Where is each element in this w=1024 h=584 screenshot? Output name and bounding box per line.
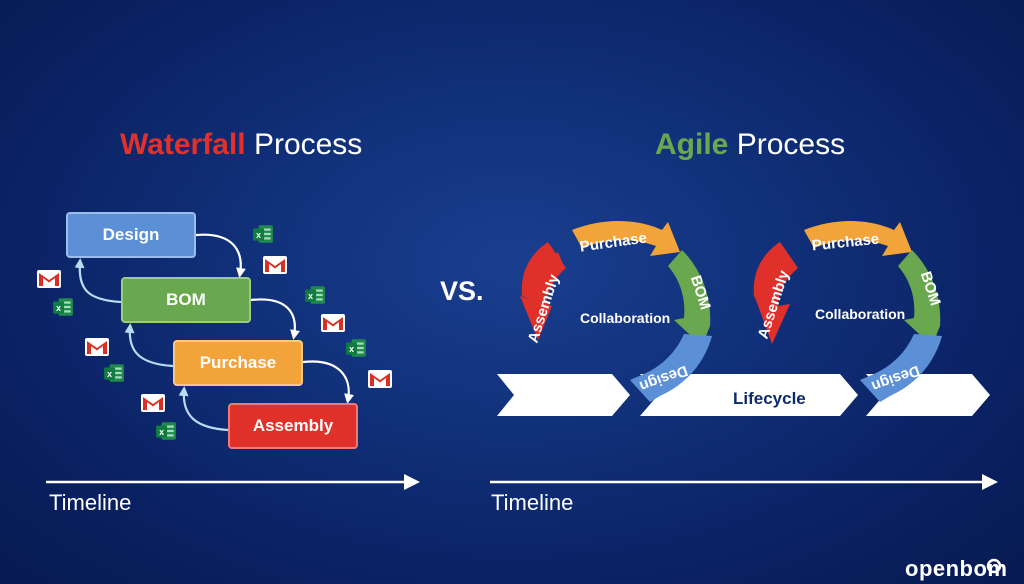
lifecycle-label: Lifecycle [733, 389, 806, 408]
excel-icon [305, 286, 325, 304]
timeline-left-head [404, 474, 420, 490]
waterfall-step-design: Design [66, 212, 196, 258]
openbom-logo-mark [986, 558, 1002, 574]
cycle-2-purchase-label: Purchase [811, 231, 880, 255]
waterfall-title-rest: Process [253, 128, 363, 161]
gmail-icon [85, 338, 109, 356]
openbom-logo: openbom [905, 556, 1008, 581]
waterfall-title: Waterfall Process [120, 128, 362, 162]
arrow-design-to-bom [195, 233, 246, 278]
cycle-2-center-label: Collaboration [815, 306, 906, 322]
waterfall-step-bom: BOM [121, 277, 251, 323]
gmail-icon [321, 314, 345, 332]
vs-label: VS. [440, 276, 484, 306]
agile-title-accent: Agile [655, 128, 729, 161]
excel-icon [53, 298, 73, 316]
cycle-1-purchase-segment [572, 221, 680, 256]
arrow-bom-to-design [74, 258, 122, 304]
cycle-1-center-label: Collaboration [580, 310, 671, 326]
cycle-1-design-segment [630, 334, 712, 402]
arrow-assembly-to-purchase [178, 386, 229, 432]
waterfall-forward-arrows [195, 233, 354, 404]
waterfall-title-accent: Waterfall [120, 128, 246, 161]
cycle-2-design-segment [860, 334, 942, 402]
excel-icon [253, 225, 273, 243]
gmail-icon [37, 270, 61, 288]
excel-icon [346, 339, 366, 357]
timeline-arrows [46, 474, 998, 490]
arrow-purchase-to-bom [124, 323, 174, 368]
cycle-2-assembly-segment [753, 242, 798, 344]
excel-icon [156, 422, 176, 440]
agile-timeline-label: Timeline [491, 490, 574, 515]
gmail-icon [263, 256, 287, 274]
arrow-purchase-to-assembly [302, 360, 354, 404]
chevron-2 [640, 374, 858, 416]
cycle-1-bom-segment [668, 250, 711, 346]
cycle-2-bom-segment [898, 250, 941, 346]
excel-icon [104, 364, 124, 382]
agile-cycle-1 [520, 221, 712, 402]
gmail-icon [141, 394, 165, 412]
waterfall-step-purchase: Purchase [173, 340, 303, 386]
agile-cycle-2 [753, 221, 942, 402]
gmail-icon [368, 370, 392, 388]
waterfall-timeline-label: Timeline [49, 490, 132, 515]
timeline-right-head [982, 474, 998, 490]
agile-title-rest: Process [736, 128, 846, 161]
cycle-2-purchase-segment [804, 221, 912, 256]
arrow-bom-to-purchase [250, 298, 300, 340]
waterfall-step-assembly: Assembly [228, 403, 358, 449]
agile-title: Agile Process [655, 128, 845, 162]
chevron-1 [497, 374, 630, 416]
waterfall-feedback-arrows [74, 258, 229, 432]
